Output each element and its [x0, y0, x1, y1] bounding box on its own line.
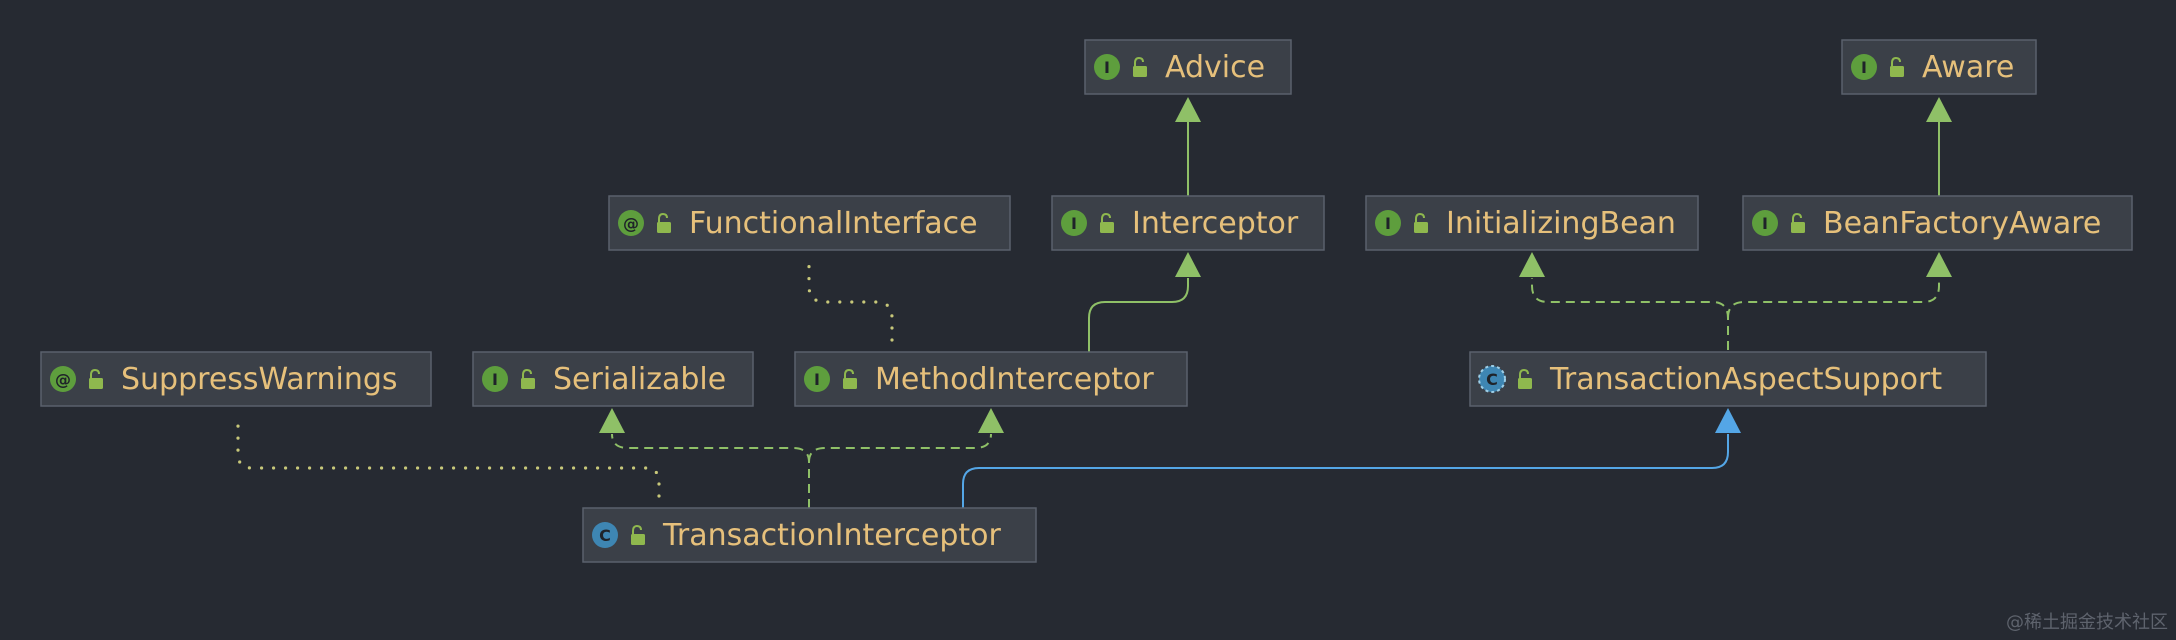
arrowhead [1175, 252, 1201, 277]
arrowhead [1926, 252, 1952, 277]
node-label: SuppressWarnings [121, 362, 398, 397]
class-type-icon: C [1478, 365, 1506, 393]
lock-icon [631, 524, 645, 545]
edge-method-interceptor-to-functional-interface [807, 256, 894, 342]
class-type-icon: C [592, 522, 618, 548]
lock-icon [521, 368, 535, 389]
arrowhead [1519, 252, 1545, 277]
edge-transaction-aspect-support-to-bean-factory-aware [1727, 252, 1952, 319]
node-transaction-aspect-support[interactable]: C TransactionAspectSupport [1469, 351, 1987, 407]
type-badge-letter: I [1861, 58, 1867, 77]
node-aware[interactable]: I Aware [1841, 39, 2037, 95]
node-label: Advice [1165, 50, 1265, 85]
edges-layer [236, 97, 1952, 508]
watermark: @稀土掘金技术社区 [2006, 612, 2168, 633]
lock-icon [843, 368, 857, 389]
type-badge-letter: I [1104, 58, 1110, 77]
node-box [582, 507, 1037, 563]
node-box [1742, 195, 2133, 251]
node-label: TransactionAspectSupport [1549, 362, 1942, 397]
node-box [608, 195, 1011, 251]
node-box [472, 351, 754, 407]
type-badge-letter: C [1486, 370, 1498, 389]
node-bean-factory-aware[interactable]: I BeanFactoryAware [1742, 195, 2133, 251]
node-functional-interface[interactable]: @ FunctionalInterface [608, 195, 1011, 251]
type-badge-letter: @ [623, 214, 639, 233]
node-serializable[interactable]: I Serializable [472, 351, 754, 407]
interface-type-icon: I [1061, 210, 1087, 236]
type-badge-letter: C [599, 526, 611, 545]
node-box [1469, 351, 1987, 407]
arrowhead [1175, 97, 1201, 122]
annotation-type-icon: @ [618, 210, 644, 236]
lock-icon [1133, 56, 1147, 77]
node-label: TransactionInterceptor [662, 518, 1001, 553]
interface-type-icon: I [1375, 210, 1401, 236]
type-badge-letter: I [814, 370, 820, 389]
lock-icon [1791, 212, 1805, 233]
node-label: MethodInterceptor [875, 362, 1154, 397]
edge-transaction-interceptor-to-method-interceptor [808, 408, 1004, 463]
type-badge-letter: @ [55, 370, 71, 389]
node-label: Serializable [553, 362, 726, 397]
type-badge-letter: I [1385, 214, 1391, 233]
lock-icon [1518, 368, 1532, 389]
node-suppress-warnings[interactable]: @ SuppressWarnings [40, 351, 432, 407]
node-label: InitializingBean [1446, 206, 1676, 241]
edge-transaction-interceptor-to-transaction-aspect-support [962, 408, 1741, 508]
arrowhead [599, 408, 625, 433]
node-advice[interactable]: I Advice [1084, 39, 1292, 95]
type-badge-letter: I [1762, 214, 1768, 233]
edge-bean-factory-aware-to-aware [1926, 97, 1952, 196]
annotation-type-icon: @ [50, 366, 76, 392]
edge-transaction-interceptor-to-serializable [599, 408, 810, 508]
node-box [1365, 195, 1699, 251]
node-initializing-bean[interactable]: I InitializingBean [1365, 195, 1699, 251]
interface-type-icon: I [1752, 210, 1778, 236]
arrowhead [1715, 408, 1741, 433]
lock-icon [1100, 212, 1114, 233]
arrowhead [978, 408, 1004, 433]
edge-transaction-interceptor-to-suppress-warnings [236, 418, 661, 498]
interface-type-icon: I [1094, 54, 1120, 80]
lock-icon [89, 368, 103, 389]
node-label: FunctionalInterface [689, 206, 978, 241]
node-box [1051, 195, 1325, 251]
node-label: BeanFactoryAware [1823, 206, 2101, 241]
type-badge-letter: I [1071, 214, 1077, 233]
node-label: Interceptor [1132, 206, 1299, 241]
lock-icon [657, 212, 671, 233]
edge-transaction-aspect-support-to-initializing-bean [1519, 252, 1729, 350]
interface-type-icon: I [804, 366, 830, 392]
node-box [40, 351, 432, 407]
type-badge-letter: I [492, 370, 498, 389]
arrowhead [1926, 97, 1952, 122]
node-method-interceptor[interactable]: I MethodInterceptor [794, 351, 1188, 407]
edge-interceptor-to-advice [1175, 97, 1201, 196]
node-interceptor[interactable]: I Interceptor [1051, 195, 1325, 251]
node-box [794, 351, 1188, 407]
lock-icon [1890, 56, 1904, 77]
lock-icon [1414, 212, 1428, 233]
edge-method-interceptor-to-interceptor [1088, 252, 1201, 352]
node-transaction-interceptor[interactable]: C TransactionInterceptor [582, 507, 1037, 563]
interface-type-icon: I [482, 366, 508, 392]
node-label: Aware [1922, 50, 2014, 85]
interface-type-icon: I [1851, 54, 1877, 80]
